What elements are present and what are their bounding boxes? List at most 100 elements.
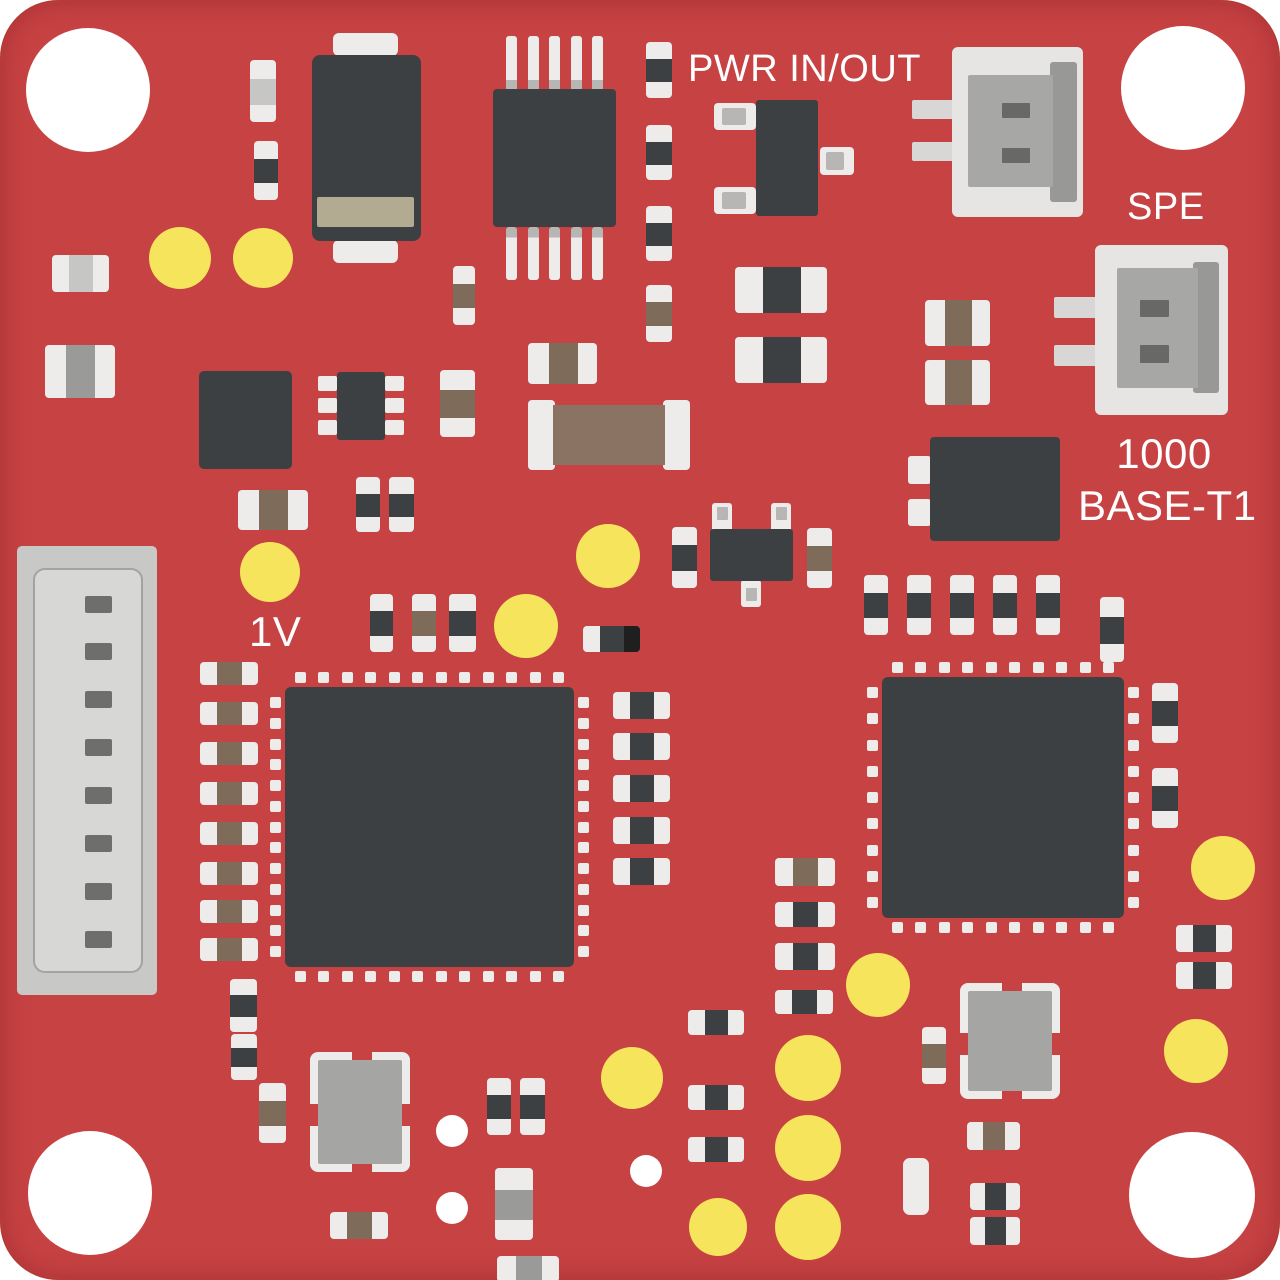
smd-cap-44 — [1176, 925, 1232, 952]
ic-main-left-pad — [459, 971, 471, 982]
ic-phy-right-pad — [915, 662, 927, 673]
ic-phy-right-pad — [1128, 713, 1139, 725]
smd-cap-62 — [922, 1027, 946, 1084]
ic-main-left-pad — [270, 800, 281, 812]
crystal-1-part-1 — [352, 1052, 372, 1062]
electrolytic-cap-part-1 — [333, 240, 398, 263]
ic-soic10-pin — [506, 36, 517, 91]
ic-main-left-pad — [578, 697, 589, 708]
ic-sot23-5-part-5 — [746, 588, 757, 601]
smd-cap-31 — [200, 900, 258, 923]
smd-cap-38 — [950, 575, 974, 635]
smd-cap-24 — [807, 528, 832, 588]
header-connector-left — [17, 546, 157, 995]
connector-pwr-part-6 — [1002, 148, 1030, 163]
smd-cap-49 — [613, 817, 670, 844]
smd-cap-15 — [440, 370, 475, 437]
header-connector-left-part-2 — [85, 596, 112, 613]
ic-soic10-pin — [527, 227, 539, 280]
test-point-1 — [149, 227, 211, 289]
ic-soic10-pin — [527, 36, 539, 91]
smd-cap-63 — [967, 1122, 1020, 1150]
smd-diode-22 — [583, 626, 640, 652]
via-1 — [436, 1115, 468, 1147]
ic-main-left-pad — [482, 971, 494, 982]
smd-cap-66 — [497, 1256, 559, 1280]
ic-phy-right-pad — [1056, 922, 1068, 933]
smd-cap-10 — [735, 337, 827, 383]
ic-phy-right-pad — [938, 662, 950, 673]
ic-soic10 — [493, 36, 616, 280]
ic-main-left-pad — [365, 672, 377, 683]
mounting-hole-bottom-right — [1129, 1132, 1255, 1258]
ic-phy-right-pad — [867, 687, 878, 698]
smd-cap-17 — [356, 477, 380, 532]
ic-phy-right-pad — [1009, 662, 1021, 673]
smd-cap-50 — [613, 858, 670, 885]
label-1000base-t1: 1000 BASE-T1 — [1078, 428, 1256, 532]
smd-cap-55 — [688, 1010, 744, 1035]
ic-phy-right-pad — [938, 922, 950, 933]
smd-cap-42 — [1152, 683, 1178, 743]
smd-cap-45 — [1176, 962, 1232, 989]
ic-main-left-pad — [270, 717, 281, 729]
ic-main-left-pad — [412, 971, 424, 982]
ic-phy-right-pad — [1103, 662, 1114, 673]
crystal-2-part-5 — [968, 991, 1052, 1091]
header-connector-left-part-4 — [85, 691, 112, 708]
header-connector-left-part-1 — [33, 568, 143, 973]
ic-phy-right-pad — [1128, 765, 1139, 777]
smd-cap-04 — [45, 345, 115, 398]
smd-cap-07 — [646, 206, 672, 261]
ic-phy-right-pad — [1009, 922, 1021, 933]
header-connector-left-part-8 — [85, 883, 112, 900]
ic-phy-right-pad — [985, 662, 997, 673]
ic-phy-right-pad — [962, 922, 974, 933]
ic-main-left-pad — [529, 672, 541, 683]
smd-cap-36 — [864, 575, 888, 635]
smd-cap-64 — [970, 1183, 1020, 1210]
smd-cap-01 — [250, 60, 276, 122]
smd-cap-20 — [412, 594, 436, 652]
ic-soic10-pin — [570, 227, 582, 280]
connector-spe-part-0 — [1054, 297, 1098, 318]
ic-main-left-pad — [578, 780, 589, 791]
smd-cap-16 — [238, 490, 308, 530]
mounting-hole-top-right — [1121, 26, 1245, 150]
smd-cap-51 — [775, 858, 835, 886]
ic-main-left-pad — [529, 971, 541, 982]
smd-cap-06 — [646, 125, 672, 180]
ic-main-left-pad — [295, 672, 306, 683]
ic-main-left-pad — [270, 821, 281, 833]
connector-pwr-part-5 — [1002, 103, 1030, 118]
ic-main-left-pad — [318, 971, 330, 982]
test-point-8 — [775, 1115, 841, 1181]
smd-cap-35 — [259, 1083, 286, 1143]
ic-phy-right-pad — [962, 662, 974, 673]
ic-main-left-pad — [435, 971, 447, 982]
ic-dpak-part-0 — [908, 456, 931, 484]
ic-main-left-pad — [270, 842, 281, 854]
regulator-sot223-part-1 — [722, 108, 746, 125]
crystal-1-part-3 — [310, 1104, 320, 1126]
smd-cap-02 — [254, 141, 278, 200]
connector-spe-part-4 — [1117, 268, 1198, 388]
ic-main-left-pad — [318, 672, 330, 683]
label-pwr-in-out: PWR IN/OUT — [688, 48, 921, 90]
smd-cap-25 — [200, 662, 258, 685]
ic-main-left-pad — [482, 672, 494, 683]
test-point-2 — [233, 228, 293, 288]
ic-sot23-5-part-6 — [710, 529, 793, 581]
smd-cap-05 — [646, 42, 672, 98]
ic-soic10-pin — [549, 227, 560, 280]
ic-dpak — [908, 437, 1060, 541]
ic-phy-right-pad — [867, 739, 878, 751]
resistor-1206-part-2 — [553, 405, 665, 465]
ic-phy-right-pad — [892, 662, 903, 673]
ic-soic6 — [318, 372, 404, 440]
ic-phy-right-pad — [892, 922, 903, 933]
smd-cap-46 — [613, 692, 670, 719]
ic-main-left-pad — [388, 672, 400, 683]
ic-soic6-part-0 — [318, 376, 337, 391]
